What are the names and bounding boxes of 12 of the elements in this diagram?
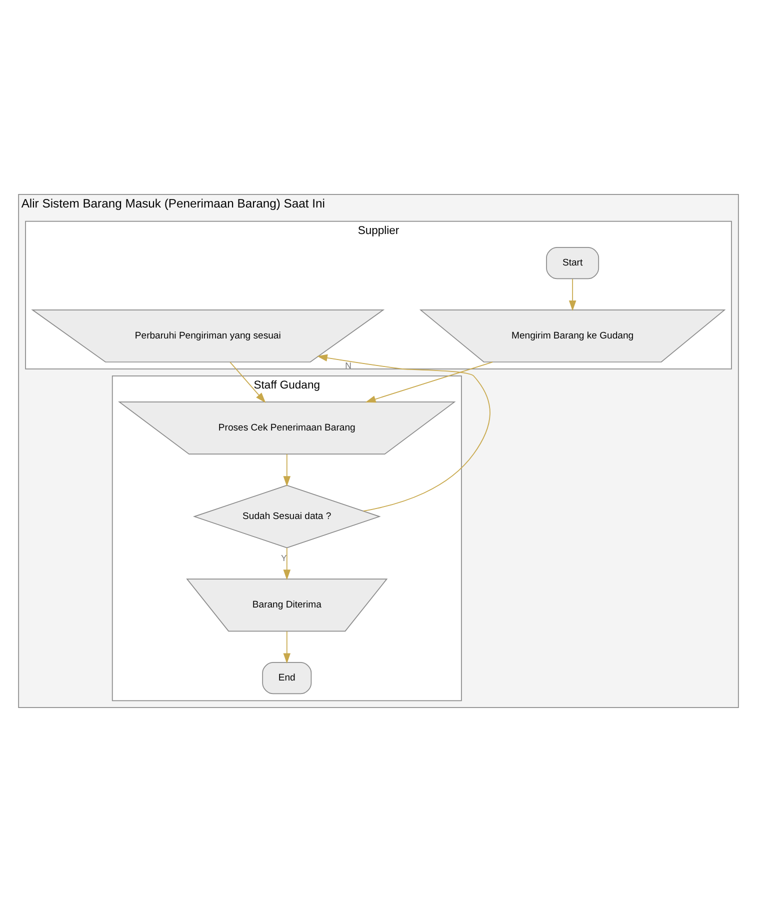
arrow: [316, 354, 490, 512]
arrow: [283, 454, 291, 487]
arrow: [283, 630, 291, 664]
node-box: Start: [546, 246, 600, 280]
edge-label: N: [345, 360, 352, 371]
edge-label: Y: [280, 552, 287, 563]
node-box: End: [262, 662, 312, 694]
arrow: [230, 362, 266, 403]
arrow: [283, 548, 291, 580]
arrow: [365, 362, 494, 403]
arrow: [568, 278, 576, 311]
node-diamond: Sudah Sesuai data ?: [192, 484, 381, 548]
